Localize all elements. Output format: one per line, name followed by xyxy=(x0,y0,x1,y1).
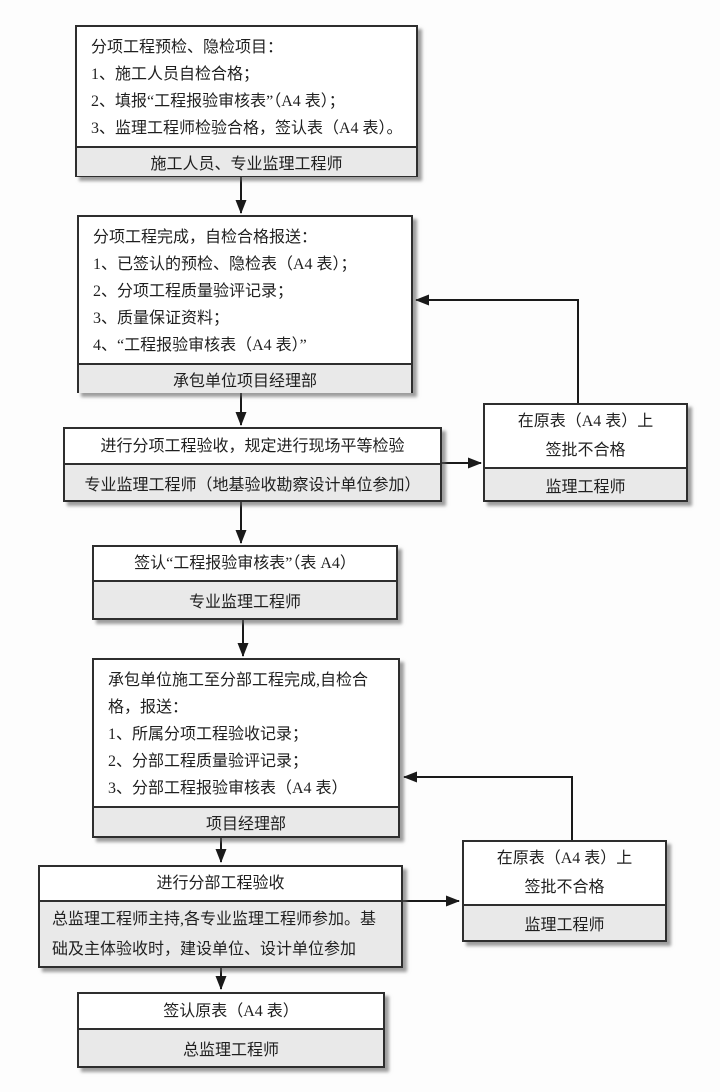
text-line: 分项工程完成，自检合格报送： xyxy=(93,229,318,246)
actor-label: 项目经理部 xyxy=(94,806,398,836)
node-reject-part: 在原表（A4 表）上 签批不合格 监理工程师 xyxy=(462,840,667,942)
text-line: 1、所属分项工程验收记录； xyxy=(108,726,309,743)
text-line: 2、分部工程质量验评记录； xyxy=(108,753,309,770)
node-subitem-submit-body: 分项工程完成，自检合格报送： 1、已签认的预检、隐检表（A4 表）； 2、分项工… xyxy=(79,217,411,363)
text-line: 3、分部工程报验审核表（A4 表） xyxy=(108,780,348,797)
text-line: 签批不合格 xyxy=(545,442,626,459)
actor-label: 总监理工程师 xyxy=(79,1028,383,1066)
text-line: 2、分项工程质量验评记录； xyxy=(93,283,294,300)
text-line: 分项工程预检、隐检项目： xyxy=(91,39,284,56)
text-line: 在原表（A4 表）上 xyxy=(517,413,654,430)
actor-label: 施工人员、专业监理工程师 xyxy=(77,146,416,176)
node-prelim-body: 分项工程预检、隐检项目： 1、施工人员自检合格； 2、填报“工程报验审核表”（A… xyxy=(77,27,416,146)
node-part-accept-note: 总监理工程师主持,各专业监理工程师参加。基础及主体验收时，建设单位、设计单位参加 xyxy=(40,900,401,966)
text-line: 3、质量保证资料； xyxy=(93,310,230,327)
actor-label: 监理工程师 xyxy=(464,904,665,940)
actor-label: 专业监理工程师 xyxy=(94,580,396,618)
node-subitem-accept: 进行分项工程验收，规定进行现场平等检验 专业监理工程师（地基验收勘察设计单位参加… xyxy=(63,427,442,502)
text-line: 2、填报“工程报验审核表”（A4 表）； xyxy=(91,93,345,110)
node-part-accept-title: 进行分部工程验收 xyxy=(156,874,285,892)
node-prelim-check: 分项工程预检、隐检项目： 1、施工人员自检合格； 2、填报“工程报验审核表”（A… xyxy=(75,25,418,177)
arrow-reject1-back-to-subitem-submit xyxy=(415,294,579,403)
node-sign-original-title: 签认原表（A4 表） xyxy=(163,1002,299,1020)
actor-label: 承包单位项目经理部 xyxy=(79,363,411,393)
node-sign-form: 签认“工程报验审核表”（表 A4） 专业监理工程师 xyxy=(92,545,398,620)
node-reject-part-body: 在原表（A4 表）上 签批不合格 xyxy=(464,842,665,904)
text-line: 3、监理工程师检验合格，签认表（A4 表）。 xyxy=(91,120,403,137)
actor-label: 监理工程师 xyxy=(485,467,686,500)
node-part-submit-body: 承包单位施工至分部工程完成,自检合格，报送： 1、所属分项工程验收记录； 2、分… xyxy=(94,660,398,806)
text-line: 承包单位施工至分部工程完成,自检合格，报送： xyxy=(108,672,369,716)
node-sign-form-title: 签认“工程报验审核表”（表 A4） xyxy=(134,555,356,572)
text-line: 在原表（A4 表）上 xyxy=(496,850,633,867)
text-line: 签批不合格 xyxy=(524,879,605,896)
arrow-reject2-back-to-part-submit xyxy=(403,771,573,840)
node-subitem-submit: 分项工程完成，自检合格报送： 1、已签认的预检、隐检表（A4 表）； 2、分项工… xyxy=(77,215,413,393)
node-part-submit: 承包单位施工至分部工程完成,自检合格，报送： 1、所属分项工程验收记录； 2、分… xyxy=(92,658,400,838)
node-sign-original: 签认原表（A4 表） 总监理工程师 xyxy=(77,992,385,1068)
node-part-accept: 进行分部工程验收 总监理工程师主持,各专业监理工程师参加。基础及主体验收时，建设… xyxy=(38,865,403,968)
node-reject-subitem: 在原表（A4 表）上 签批不合格 监理工程师 xyxy=(483,403,688,502)
text-line: 4、“工程报验审核表（A4 表）” xyxy=(93,337,307,354)
node-subitem-accept-title: 进行分项工程验收，规定进行现场平等检验 xyxy=(100,437,405,455)
node-reject-subitem-body: 在原表（A4 表）上 签批不合格 xyxy=(485,405,686,467)
text-line: 1、施工人员自检合格； xyxy=(91,66,260,83)
text-line: 1、已签认的预检、隐检表（A4 表）； xyxy=(93,256,357,273)
actor-label: 专业监理工程师（地基验收勘察设计单位参加） xyxy=(65,463,440,500)
